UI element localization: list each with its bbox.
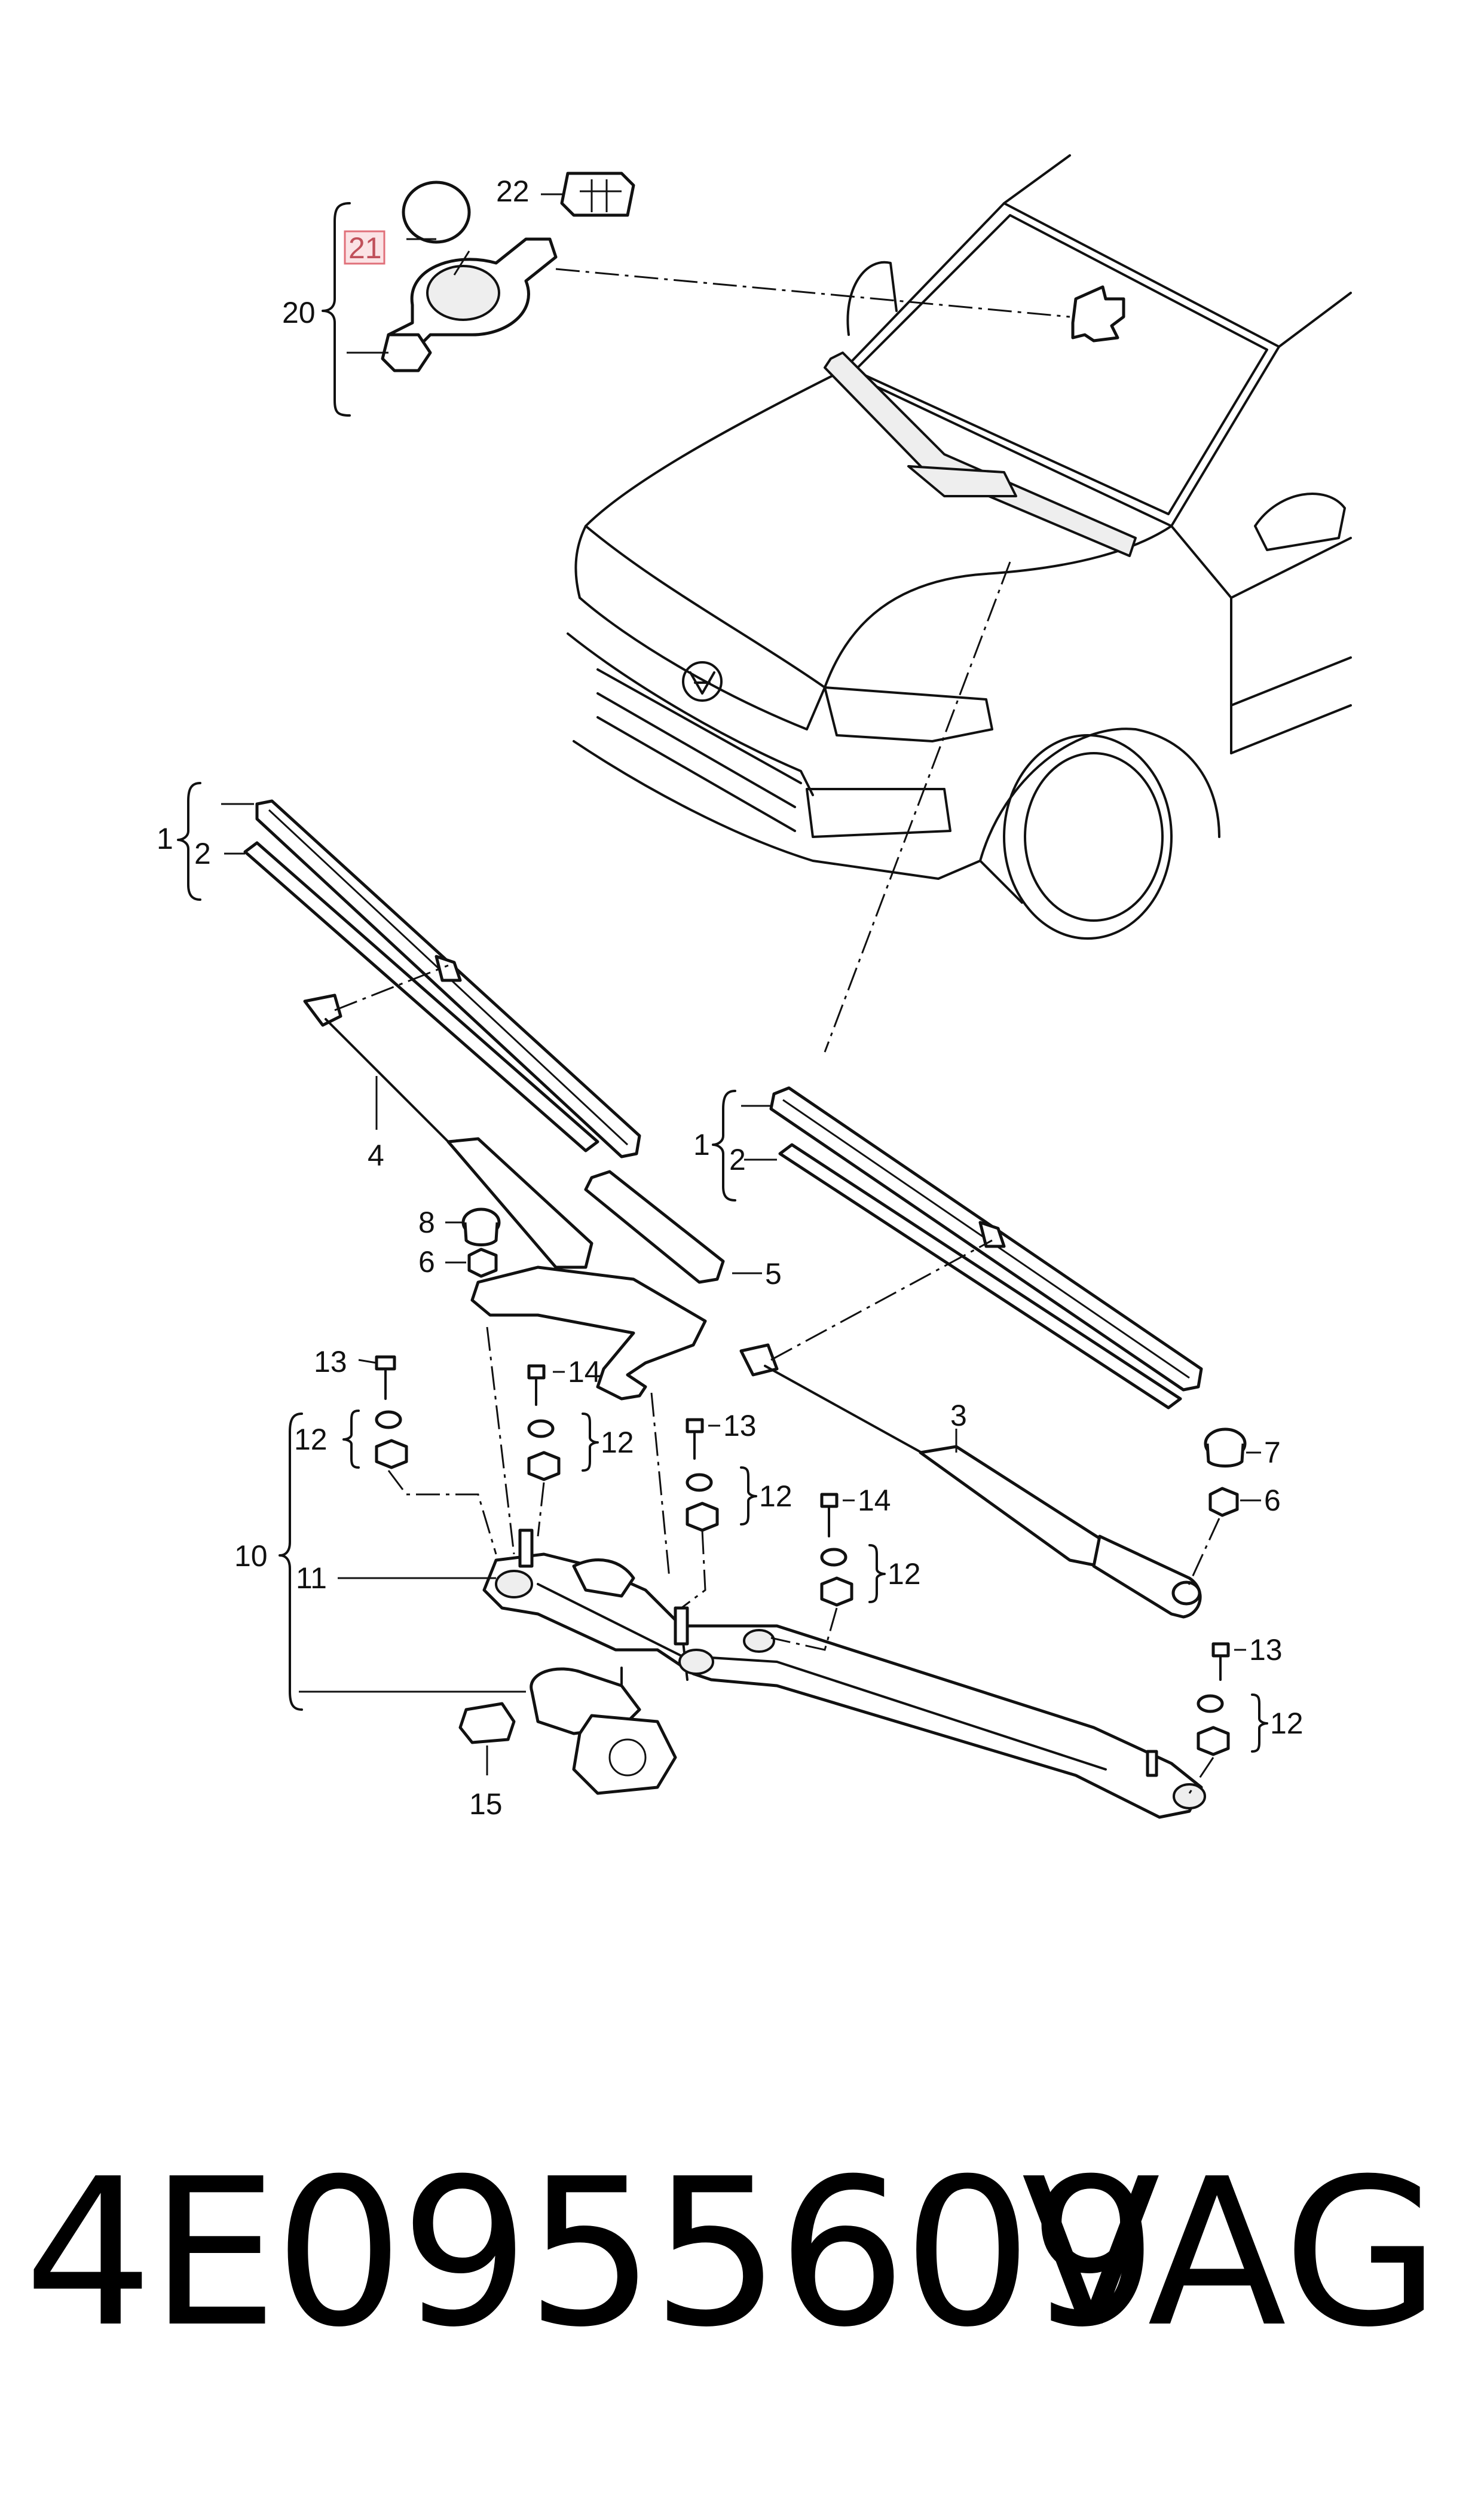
callout-12-e: 12 <box>1270 1707 1304 1740</box>
right-wiper-assembly <box>712 561 1261 1619</box>
callout-13-mid: 13 <box>723 1409 757 1442</box>
rain-sensor-group <box>322 172 1070 417</box>
callout-6-right: 6 <box>1264 1484 1281 1517</box>
callout-4: 4 <box>368 1139 384 1172</box>
callout-12-b: 12 <box>601 1426 634 1459</box>
callout-22: 22 <box>496 175 530 208</box>
callout-12-c: 12 <box>759 1479 793 1513</box>
callout-12-d: 12 <box>888 1557 921 1591</box>
brand-name: VAG <box>1021 2135 1440 2372</box>
callout-1-left: 1 <box>157 822 173 855</box>
callout-2-left: 2 <box>194 837 211 870</box>
wiper-linkage-and-motor <box>279 1355 1268 1819</box>
callout-1-right: 1 <box>693 1128 710 1161</box>
callout-21-highlight <box>344 230 385 265</box>
callout-14-b: 14 <box>858 1484 891 1517</box>
callout-5: 5 <box>765 1257 782 1291</box>
callout-15: 15 <box>469 1787 503 1821</box>
callout-14-a: 14 <box>568 1355 601 1389</box>
callout-6-left: 6 <box>418 1245 435 1279</box>
callout-labels: 20 21 22 1 2 4 5 8 6 1 2 3 7 6 13 12 14 … <box>157 175 1304 1821</box>
callout-7: 7 <box>1264 1436 1281 1469</box>
part-number: 4E0955609 <box>24 2135 1158 2372</box>
callout-12-a: 12 <box>294 1423 328 1456</box>
callout-3: 3 <box>950 1399 967 1432</box>
caption: 4E0955609 VAG <box>24 2128 1458 2379</box>
callout-10: 10 <box>234 1539 268 1573</box>
callout-13-right: 13 <box>1249 1633 1283 1667</box>
callout-21: 21 <box>348 231 382 265</box>
callout-11: 11 <box>296 1561 327 1595</box>
car-front-illustration <box>567 154 1352 940</box>
callout-20: 20 <box>282 296 316 329</box>
left-wiper-assembly <box>177 782 762 1579</box>
callout-8: 8 <box>418 1206 435 1239</box>
callout-13-left: 13 <box>314 1345 347 1378</box>
callout-2-right: 2 <box>729 1143 746 1176</box>
